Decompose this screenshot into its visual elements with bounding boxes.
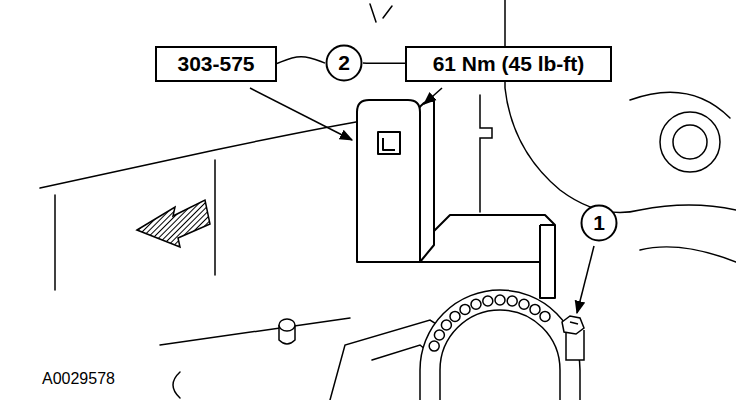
spec-text: 303-575: [167, 51, 265, 77]
leader-connector: [363, 62, 405, 64]
leader-lines: [250, 88, 594, 313]
callout-circle-outline: [582, 206, 617, 241]
callout-text: 2: [338, 50, 350, 76]
figure-id: A0029578: [42, 370, 115, 388]
spec-text: 61 Nm (45 lb-ft): [417, 51, 600, 77]
engine-outline: [40, 0, 736, 400]
direction-arrow: [137, 200, 210, 247]
bolt: [562, 316, 584, 360]
callout-text: 1: [593, 210, 605, 236]
special-tool: [357, 100, 555, 298]
callout-number: 1: [580, 204, 618, 242]
callout-number: 2: [325, 44, 363, 82]
callout-circle-outline: [327, 46, 362, 81]
sprocket: [420, 290, 580, 400]
leader-connector: [277, 57, 325, 64]
dowel-pin: [279, 319, 295, 344]
torque-spec-box: 61 Nm (45 lb-ft): [405, 46, 612, 82]
tool-number-box: 303-575: [155, 46, 277, 82]
